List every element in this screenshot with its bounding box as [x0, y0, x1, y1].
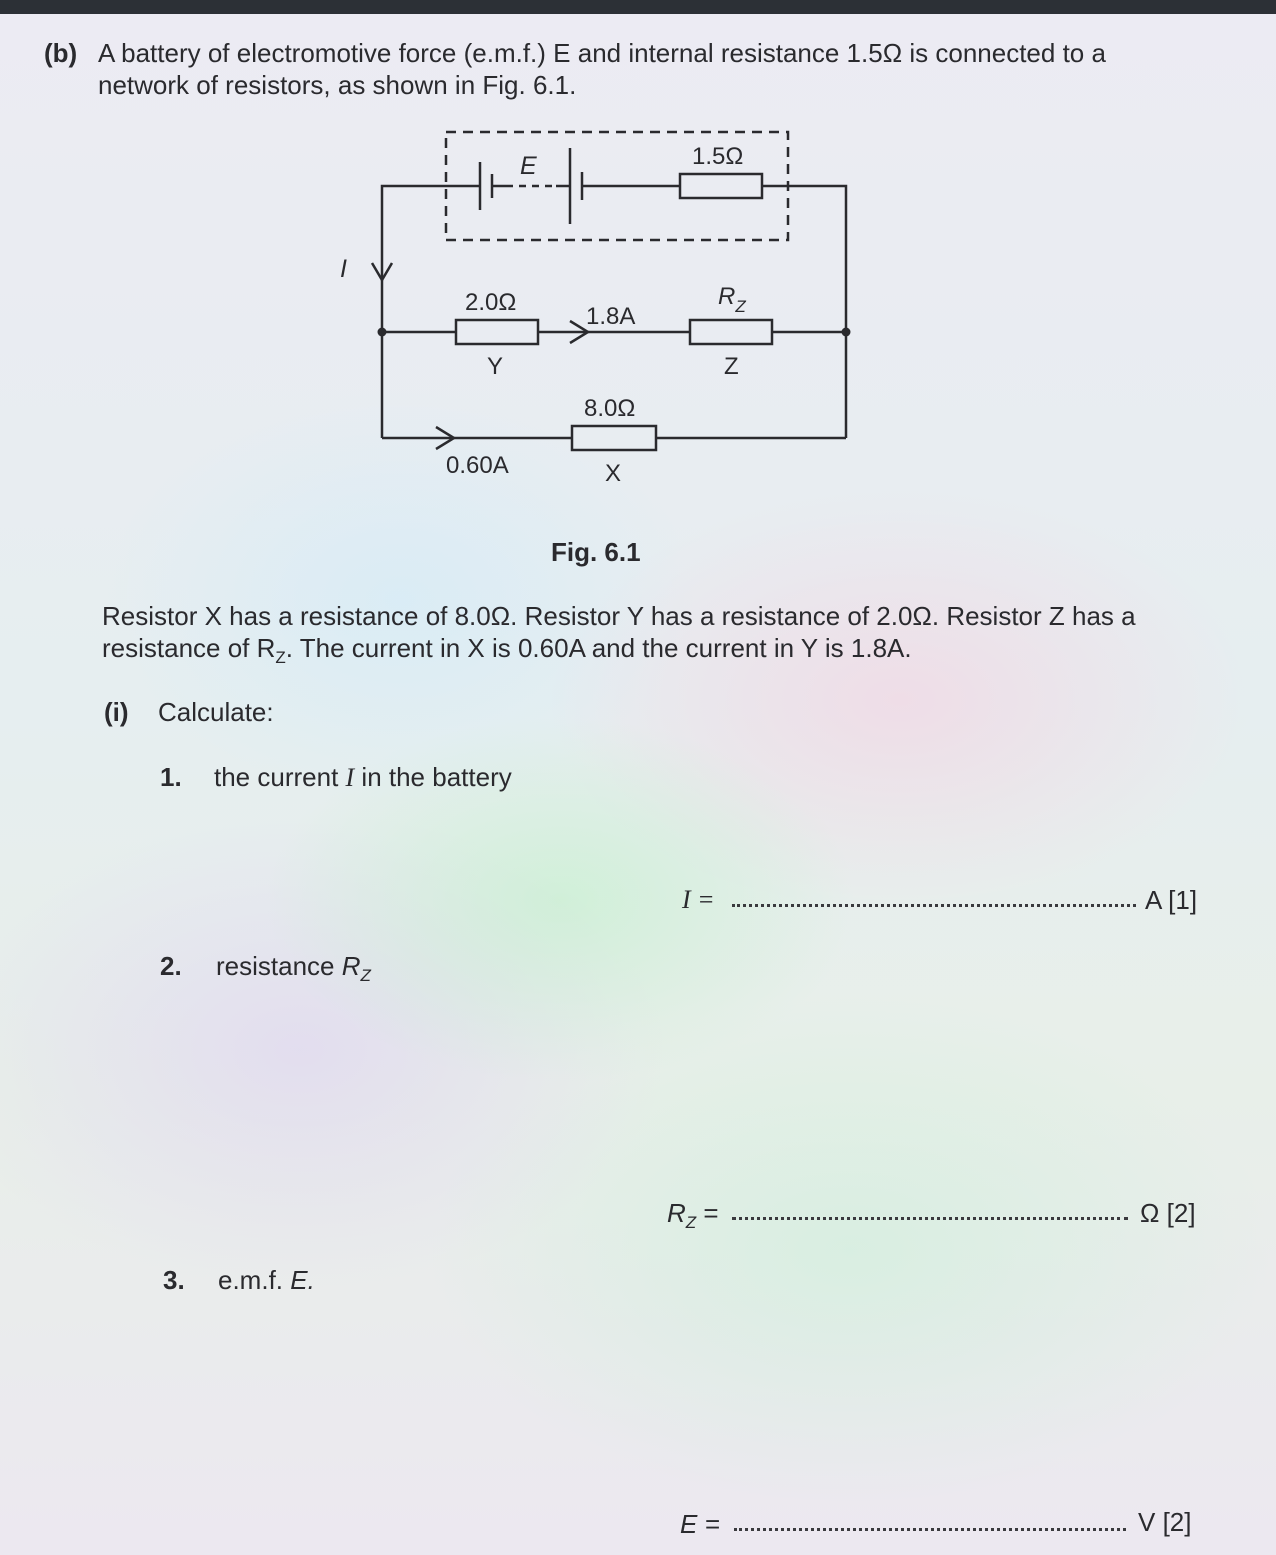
- arrow-y-current: [569, 319, 591, 345]
- body-line-2: resistance of RZ. The current in X is 0.…: [102, 633, 912, 667]
- resistor-z: [688, 318, 774, 346]
- answer-2-label: RZ =: [667, 1198, 719, 1232]
- current-x-label: 0.60A: [446, 452, 509, 479]
- answer-3-label: E =: [680, 1509, 720, 1539]
- figure-caption: Fig. 6.1: [551, 537, 641, 567]
- subpart-text: Calculate:: [158, 697, 274, 727]
- question-1-text: the current I in the battery: [214, 762, 512, 792]
- resistor-y-value: 2.0Ω: [465, 289, 516, 316]
- wire-top-left: [380, 184, 480, 332]
- junction-right: [841, 327, 851, 337]
- resistor-z-value: RZ: [718, 283, 746, 316]
- question-3-text: e.m.f. E.: [218, 1265, 315, 1295]
- question-1-number: 1.: [160, 762, 182, 792]
- question-2-text: resistance RZ: [216, 951, 371, 985]
- circuit-diagram: E 1.5Ω I 2.0Ω 1.8A RZ Y Z 8.0Ω 0.60A X: [340, 130, 851, 487]
- answer-2-line[interactable]: [732, 1217, 1128, 1220]
- resistor-x: [570, 424, 658, 452]
- wire-top-right: [762, 184, 848, 438]
- top-edge-bar: [0, 0, 1276, 14]
- answer-1-label: I =: [682, 885, 715, 914]
- intro-line-2: network of resistors, as shown in Fig. 6…: [98, 70, 577, 100]
- resistor-x-name: X: [605, 460, 621, 487]
- arrow-x-current: [435, 425, 457, 451]
- answer-1-line[interactable]: [732, 904, 1136, 907]
- resistor-y: [454, 318, 540, 346]
- subpart-label: (i): [104, 697, 129, 727]
- answer-3-line[interactable]: [734, 1528, 1126, 1531]
- answer-3-unit-marks: V [2]: [1138, 1507, 1192, 1537]
- arrow-battery-current: [370, 262, 394, 283]
- body-line-1: Resistor X has a resistance of 8.0Ω. Res…: [102, 601, 1136, 631]
- part-label: (b): [44, 38, 78, 68]
- battery-current-label: I: [340, 255, 347, 283]
- emf-label: E: [520, 152, 537, 180]
- resistor-z-name: Z: [724, 353, 739, 380]
- question-3-number: 3.: [163, 1265, 185, 1295]
- resistor-x-value: 8.0Ω: [584, 395, 635, 422]
- resistor-y-name: Y: [487, 353, 503, 380]
- question-2-number: 2.: [160, 951, 182, 981]
- internal-resistance-label: 1.5Ω: [692, 143, 743, 170]
- answer-1-unit-marks: A [1]: [1145, 885, 1198, 915]
- answer-2-unit-marks: Ω [2]: [1140, 1198, 1196, 1228]
- current-y-label: 1.8A: [586, 303, 635, 330]
- intro-line-1: A battery of electromotive force (e.m.f.…: [98, 38, 1106, 68]
- internal-resistor: [678, 172, 764, 200]
- junction-left: [377, 327, 387, 337]
